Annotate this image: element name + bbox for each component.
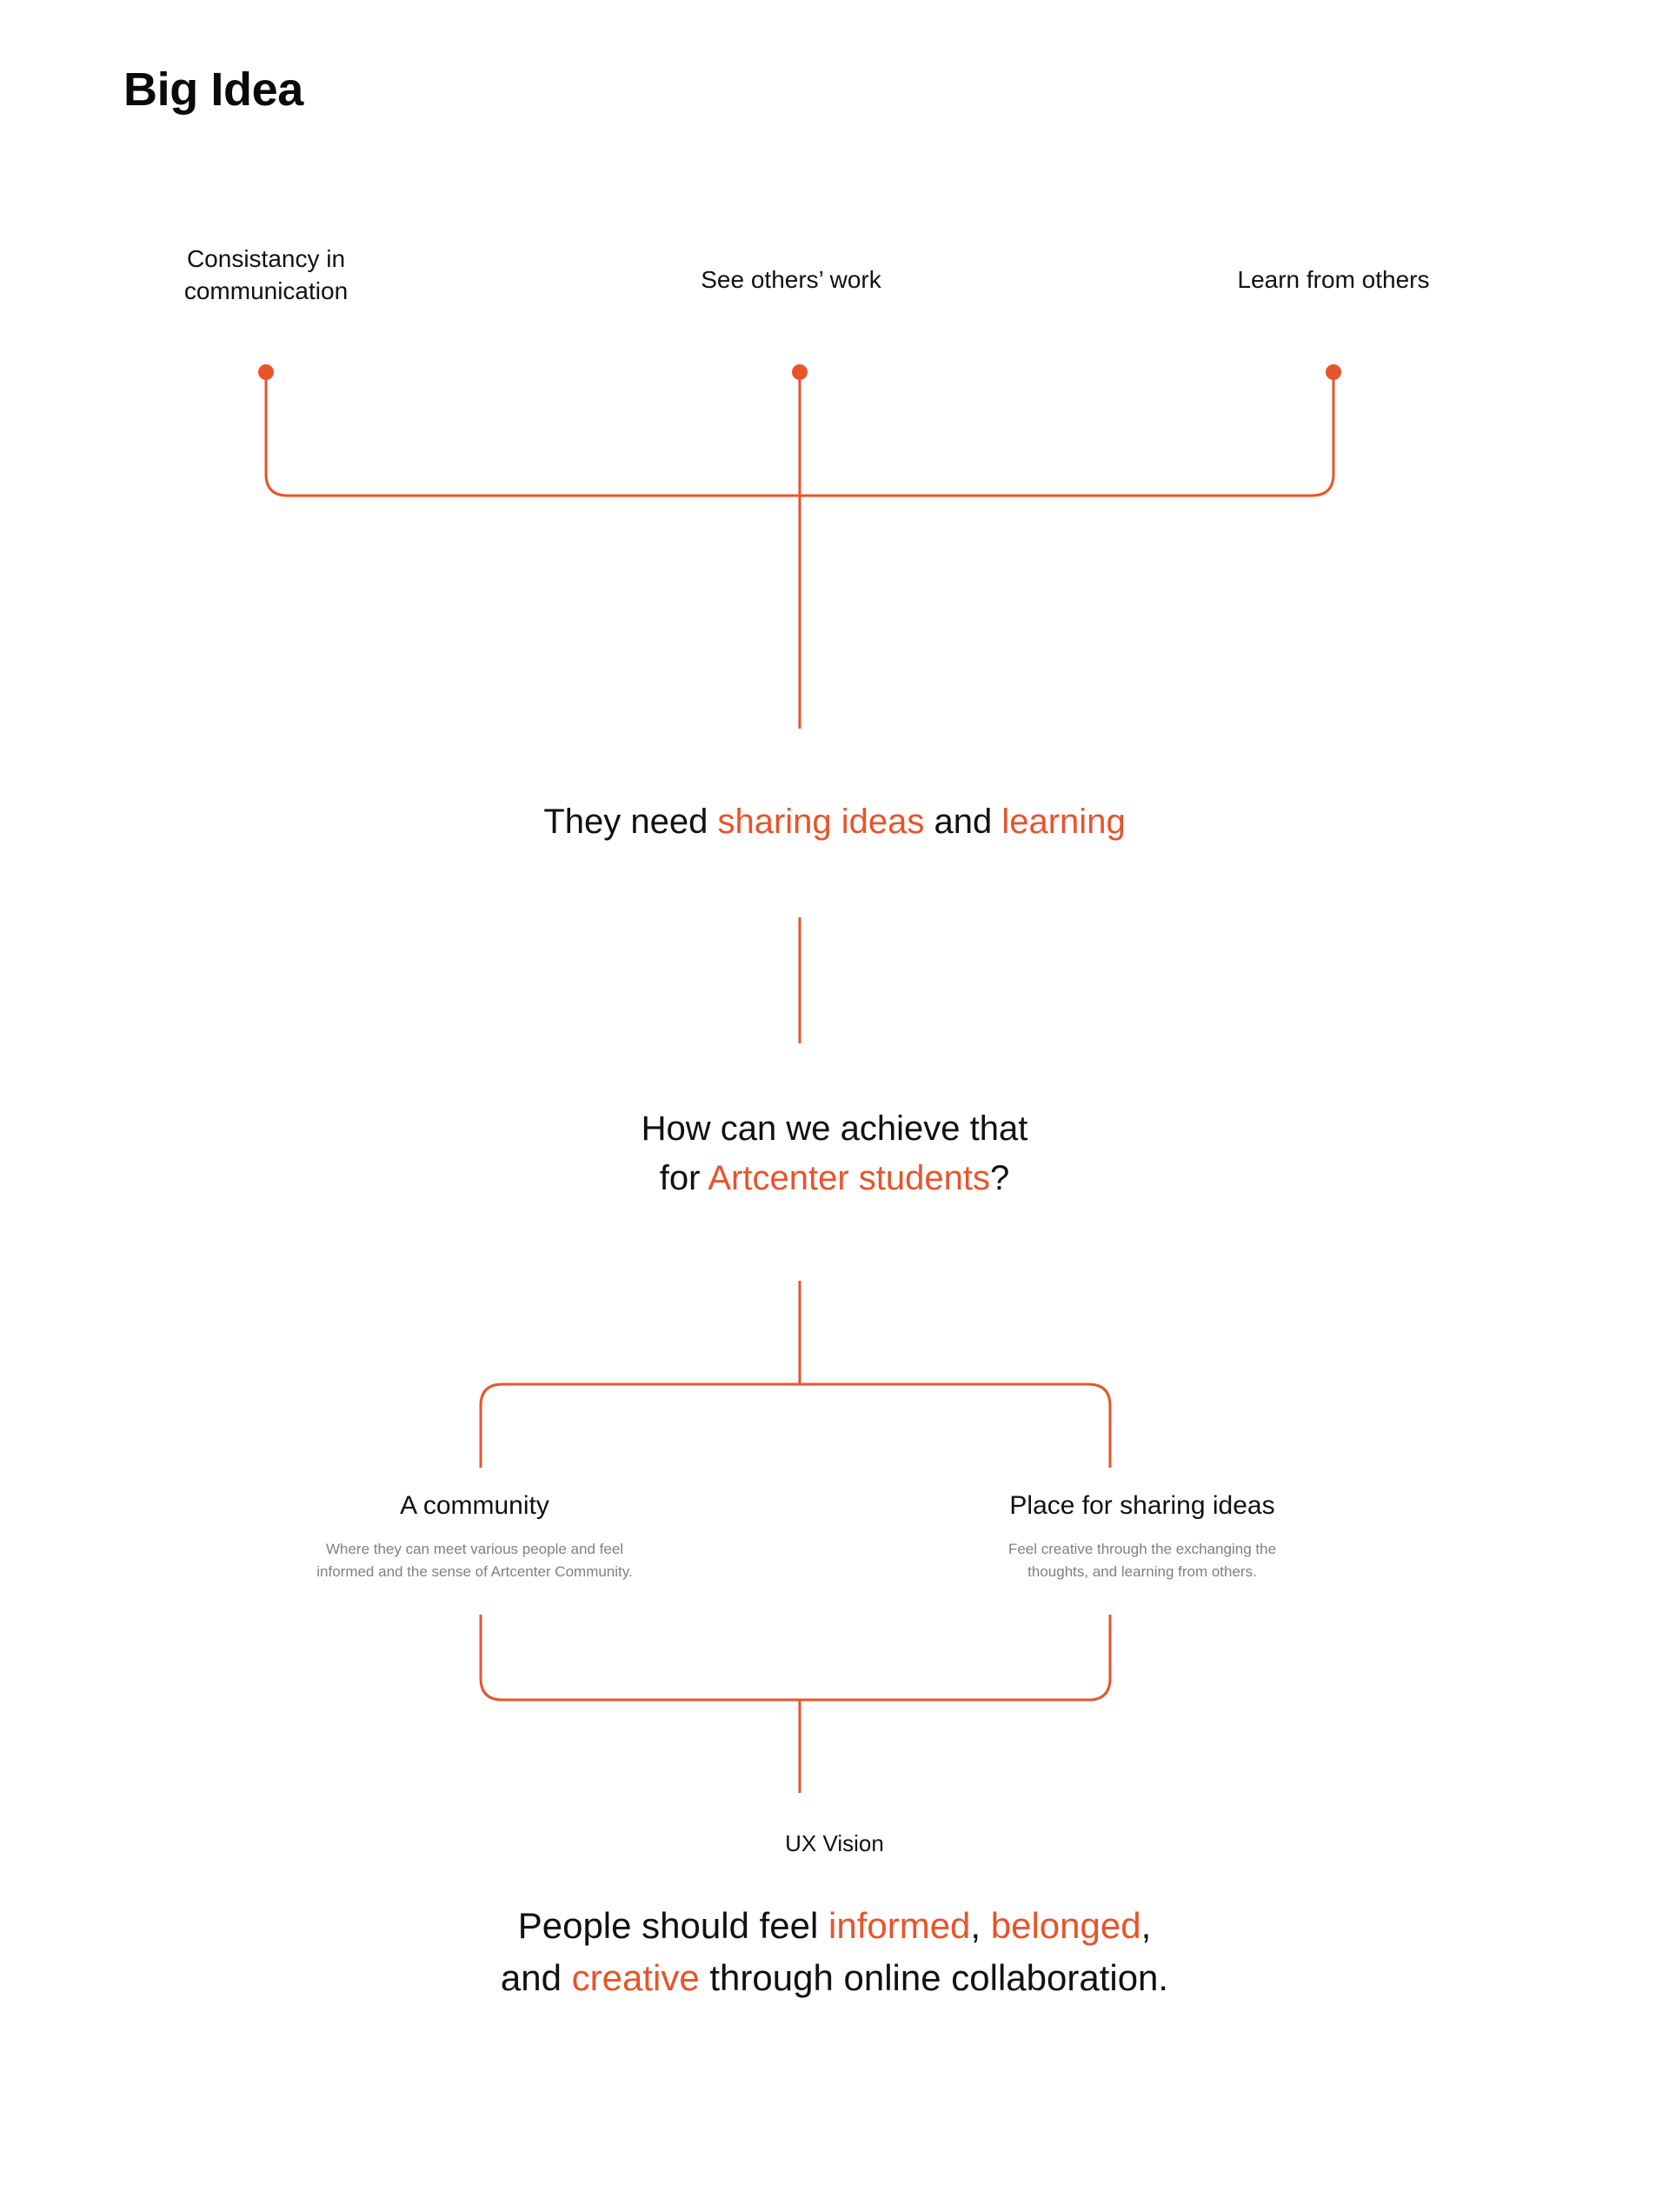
ux-vision-statement: People should feel informed, belonged, a…: [0, 1900, 1669, 2003]
source-dot-1: [258, 364, 274, 380]
statement-how-highlight-artcenter-students: Artcenter students: [708, 1158, 990, 1197]
ux-vision-sep1: ,: [970, 1905, 991, 1946]
branch-a-community: A community Where they can meet various …: [231, 1489, 718, 1583]
statement-how-can-we-achieve: How can we achieve that for Artcenter st…: [0, 1104, 1669, 1203]
branch-place-for-sharing-ideas: Place for sharing ideas Feel creative th…: [899, 1489, 1386, 1583]
ux-vision-label: UX Vision: [785, 1830, 884, 1856]
statement-how-line2: for Artcenter students?: [0, 1154, 1669, 1203]
statement-need-highlight-sharing-ideas: sharing ideas: [717, 803, 925, 841]
source-label-consistancy-in-communication: Consistancy in communication: [183, 245, 349, 304]
page-title: Big Idea: [123, 63, 303, 116]
statement-how-line1: How can we achieve that: [641, 1109, 1028, 1148]
ux-vision-line2-post: through online collaboration.: [699, 1956, 1169, 1998]
ux-vision-highlight-informed: informed: [828, 1905, 971, 1946]
source-dot-2: [792, 364, 808, 380]
ux-vision-highlight-creative: creative: [571, 1956, 700, 1998]
ux-vision-highlight-belonged: belonged: [990, 1905, 1141, 1946]
connector-top-bracket: [264, 376, 1335, 497]
statement-they-need: They need sharing ideas and learning: [0, 797, 1669, 847]
statement-need-mid: and: [924, 803, 1002, 841]
source-label-see-others-work: See others’ work: [701, 266, 881, 293]
connector-split-bracket: [479, 1382, 1112, 1468]
statement-need-pre: They need: [543, 803, 718, 841]
ux-vision-line2: and creative through online collaboratio…: [0, 1952, 1669, 2004]
branch-body-place-for-sharing-ideas: Feel creative through the exchanging the…: [1007, 1541, 1277, 1580]
branch-title-a-community: A community: [400, 1491, 549, 1520]
ux-vision-line2-pre: and: [500, 1956, 572, 1998]
connector-merge-bracket: [479, 1615, 1112, 1702]
branch-title-place-for-sharing-ideas: Place for sharing ideas: [1009, 1491, 1275, 1520]
statement-how-post: ?: [989, 1158, 1010, 1197]
statement-how-pre: for: [659, 1158, 708, 1197]
source-dot-3: [1326, 364, 1341, 380]
branch-body-a-community: Where they can meet various people and f…: [316, 1541, 633, 1580]
ux-vision-pre: People should feel: [517, 1905, 828, 1946]
ux-vision-line1: People should feel informed, belonged,: [0, 1900, 1669, 1952]
ux-vision-sep2: ,: [1140, 1905, 1152, 1946]
statement-need-highlight-learning: learning: [1001, 803, 1126, 841]
source-label-learn-from-others: Learn from others: [1237, 266, 1430, 293]
